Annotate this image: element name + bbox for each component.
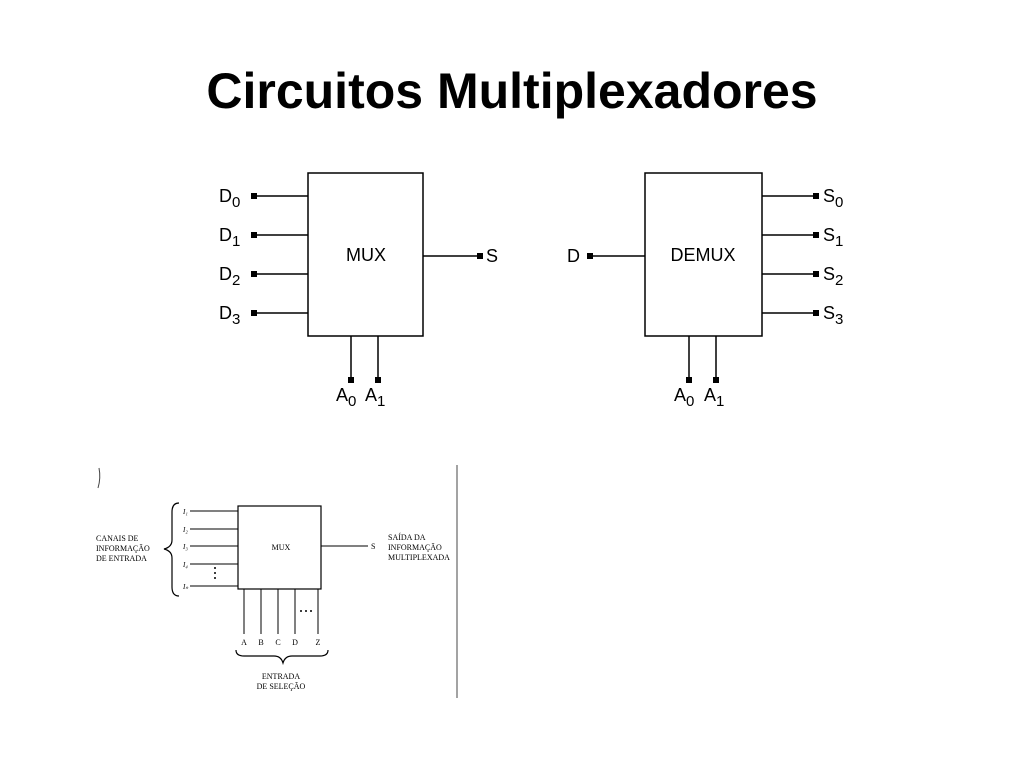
svg-text:D1: D1	[219, 225, 240, 250]
scan-select-4: Z	[316, 638, 321, 647]
demux-output-3-sub: 3	[835, 311, 843, 328]
scan-input-n: Iₙ	[182, 583, 188, 591]
scan-input-3: I₄	[182, 561, 188, 569]
mux-diagram: MUX D0 D1 D2 D3 S	[219, 172, 498, 410]
scan-right-caption-0: SAÍDA DA	[388, 532, 426, 542]
demux-output-1-base: S	[823, 225, 835, 245]
scan-mux-label: MUX	[272, 543, 291, 552]
demux-input: D	[567, 246, 645, 266]
mux-select-1: A1	[365, 336, 385, 410]
scan-mux-box	[237, 505, 322, 590]
demux-output-1-sub: 1	[835, 233, 843, 250]
demux-select-1-base: A	[704, 385, 716, 405]
svg-text:A0: A0	[674, 385, 694, 410]
scan-right-caption-2: MULTIPLEXADA	[388, 553, 450, 562]
mux-select-1-base: A	[365, 385, 377, 405]
mux-box	[307, 172, 424, 337]
scan-edge-mark	[97, 467, 101, 489]
demux-select-0-sub: 0	[686, 393, 694, 410]
demux-output-3: S3	[762, 303, 843, 328]
demux-diagram: DEMUX D S0 S1 S2 S3	[567, 172, 843, 410]
svg-text:S3: S3	[823, 303, 843, 328]
mux-input-3: D3	[219, 303, 308, 328]
scan-input-0: I₁	[182, 508, 188, 516]
svg-text:D2: D2	[219, 264, 240, 289]
scan-select-3: D	[292, 638, 298, 647]
scan-right-caption-1: INFORMAÇÃO	[388, 542, 442, 552]
demux-output-1: S1	[762, 225, 843, 250]
scan-input-ellipsis	[214, 567, 216, 579]
scan-bottom-caption-0: ENTRADA	[262, 672, 300, 681]
svg-text:S2: S2	[823, 264, 843, 289]
demux-select-0: A0	[674, 336, 694, 410]
scan-left-brace	[163, 502, 180, 597]
demux-select-0-base: A	[674, 385, 686, 405]
mux-input-0: D0	[219, 186, 308, 211]
mux-label: MUX	[346, 245, 386, 265]
svg-text:D0: D0	[219, 186, 240, 211]
demux-output-2-base: S	[823, 264, 835, 284]
scan-select-2: C	[275, 638, 280, 647]
mux-select-1-sub: 1	[377, 393, 385, 410]
svg-text:S1: S1	[823, 225, 843, 250]
mux-select-0: A0	[336, 336, 356, 410]
scan-input-1: I₂	[182, 526, 188, 534]
demux-output-0-sub: 0	[835, 194, 843, 211]
scan-left-caption-2: DE ENTRADA	[96, 554, 147, 563]
svg-text:A1: A1	[704, 385, 724, 410]
svg-text:D3: D3	[219, 303, 240, 328]
mux-select-0-sub: 0	[348, 393, 356, 410]
demux-select-1: A1	[704, 336, 724, 410]
demux-output-0: S0	[762, 186, 843, 211]
svg-text:A0: A0	[336, 385, 356, 410]
mux-input-3-base: D	[219, 303, 232, 323]
scan-output-label: S	[371, 542, 375, 551]
scan-select-0: A	[241, 638, 247, 647]
mux-input-1: D1	[219, 225, 308, 250]
mux-input-1-sub: 1	[232, 233, 240, 250]
demux-output-3-base: S	[823, 303, 835, 323]
mux-input-2-base: D	[219, 264, 232, 284]
demux-select-1-sub: 1	[716, 393, 724, 410]
demux-output-0-base: S	[823, 186, 835, 206]
mux-input-2: D2	[219, 264, 308, 289]
slide-title: Circuitos Multiplexadores	[206, 63, 818, 119]
mux-output-label: S	[486, 246, 498, 266]
mux-input-3-sub: 3	[232, 311, 240, 328]
demux-output-2: S2	[762, 264, 843, 289]
mux-input-1-base: D	[219, 225, 232, 245]
svg-text:A1: A1	[365, 385, 385, 410]
scan-bottom-caption-1: DE SELEÇÃO	[257, 681, 306, 691]
scan-select-1: B	[258, 638, 263, 647]
demux-output-2-sub: 2	[835, 272, 843, 289]
scan-input-2: I₃	[182, 543, 188, 551]
mux-input-2-sub: 2	[232, 272, 240, 289]
mux-input-0-base: D	[219, 186, 232, 206]
scanned-mux-figure: MUX CANAIS DE INFORMAÇÃO DE ENTRADA I₁ I…	[96, 465, 458, 698]
scan-bottom-brace	[235, 649, 329, 666]
mux-input-0-sub: 0	[232, 194, 240, 211]
scan-select-ellipsis	[300, 610, 312, 612]
demux-box	[644, 172, 763, 337]
svg-text:S0: S0	[823, 186, 843, 211]
mux-select-0-base: A	[336, 385, 348, 405]
scan-left-caption-0: CANAIS DE	[96, 534, 139, 543]
mux-output: S	[423, 246, 498, 266]
demux-input-label: D	[567, 246, 580, 266]
scan-left-caption-1: INFORMAÇÃO	[96, 543, 150, 553]
demux-label: DEMUX	[670, 245, 735, 265]
